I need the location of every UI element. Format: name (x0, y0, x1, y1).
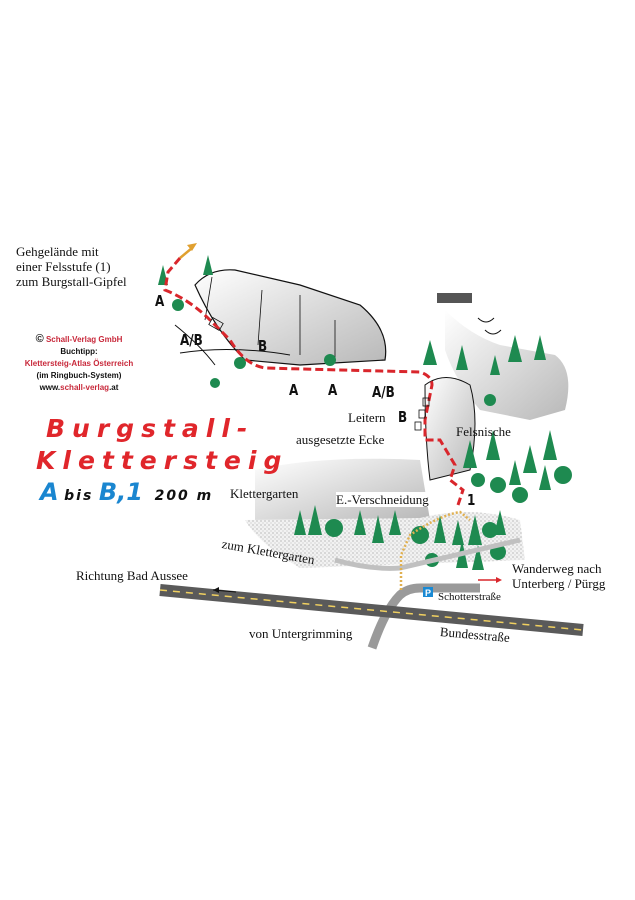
label-felsnische: Felsnische (456, 424, 511, 439)
difficulty-line: A bis B,1 200 m (40, 478, 213, 506)
book-title: Klettersteig-Atlas Österreich (24, 359, 134, 368)
summit-note-line: zum Burgstall-Gipfel (16, 274, 127, 289)
parking-letter: P (425, 588, 431, 598)
rock-face-upper (194, 269, 387, 366)
klettersteig-route[interactable] (163, 257, 465, 506)
label-ausgesetzte-ecke: ausgesetzte Ecke (296, 432, 385, 447)
summit-arrow (179, 247, 193, 259)
publisher-name: Schall-Verlag GmbH (45, 335, 123, 344)
label-wanderweg: Wanderweg nach Unterberg / Pürgg (512, 561, 605, 591)
difficulty-to: B,1 (98, 478, 143, 506)
grade-label: B (258, 337, 268, 355)
approach-trail[interactable] (399, 510, 471, 590)
grade-label: 1 (467, 491, 476, 509)
parking-icon (423, 587, 433, 597)
publisher-url[interactable]: www.schall-verlag.at (10, 382, 148, 394)
wanderweg-line: Wanderweg nach (512, 561, 602, 576)
grade-label: A/B (180, 331, 203, 349)
label-richtung-bad-aussee: Richtung Bad Aussee (76, 568, 188, 583)
summit-note: Gehgelände mit einer Felsstufe (1) zum B… (16, 244, 127, 289)
label-schotterstrasse: Schotterstraße (438, 591, 501, 603)
grade-label: A (289, 381, 299, 399)
grade-label: A (155, 292, 165, 310)
difficulty-bis: bis (64, 488, 94, 504)
route-length: 200 m (154, 488, 214, 504)
label-klettergarten: Klettergarten (230, 486, 299, 501)
title-line-2: Klettersteig (36, 446, 289, 475)
label-verschneidung: E.-Verschneidung (336, 492, 429, 507)
summit-note-line: Gehgelände mit (16, 244, 99, 259)
label-von-untergrimming: von Untergrimming (249, 626, 353, 641)
difficulty-from: A (40, 478, 59, 506)
rock-face-right (445, 310, 569, 420)
url-prefix: www. (39, 383, 61, 392)
copyright-line: © Schall-Verlag GmbH (35, 333, 123, 345)
ladders (208, 316, 430, 431)
summit-note-line: einer Felsstufe (1) (16, 259, 111, 274)
url-suffix: .at (109, 383, 119, 392)
publisher-credits: © Schall-Verlag GmbH Buchtipp: Kletterst… (10, 333, 148, 394)
grade-label: A (328, 381, 338, 399)
schotter-road[interactable] (367, 583, 480, 650)
title-line-1: Burgstall- (46, 414, 255, 443)
book-tip-label: Buchtipp: (60, 347, 98, 356)
label-leitern: Leitern (348, 410, 386, 425)
grade-label: B (398, 408, 408, 426)
grade-label: A/B (372, 383, 395, 401)
book-format: (im Ringbuch-System) (36, 371, 122, 380)
bundesstrasse-road[interactable] (159, 584, 584, 636)
url-name: schall-verlag (60, 383, 110, 392)
wanderweg-line: Unterberg / Pürgg (512, 576, 606, 591)
